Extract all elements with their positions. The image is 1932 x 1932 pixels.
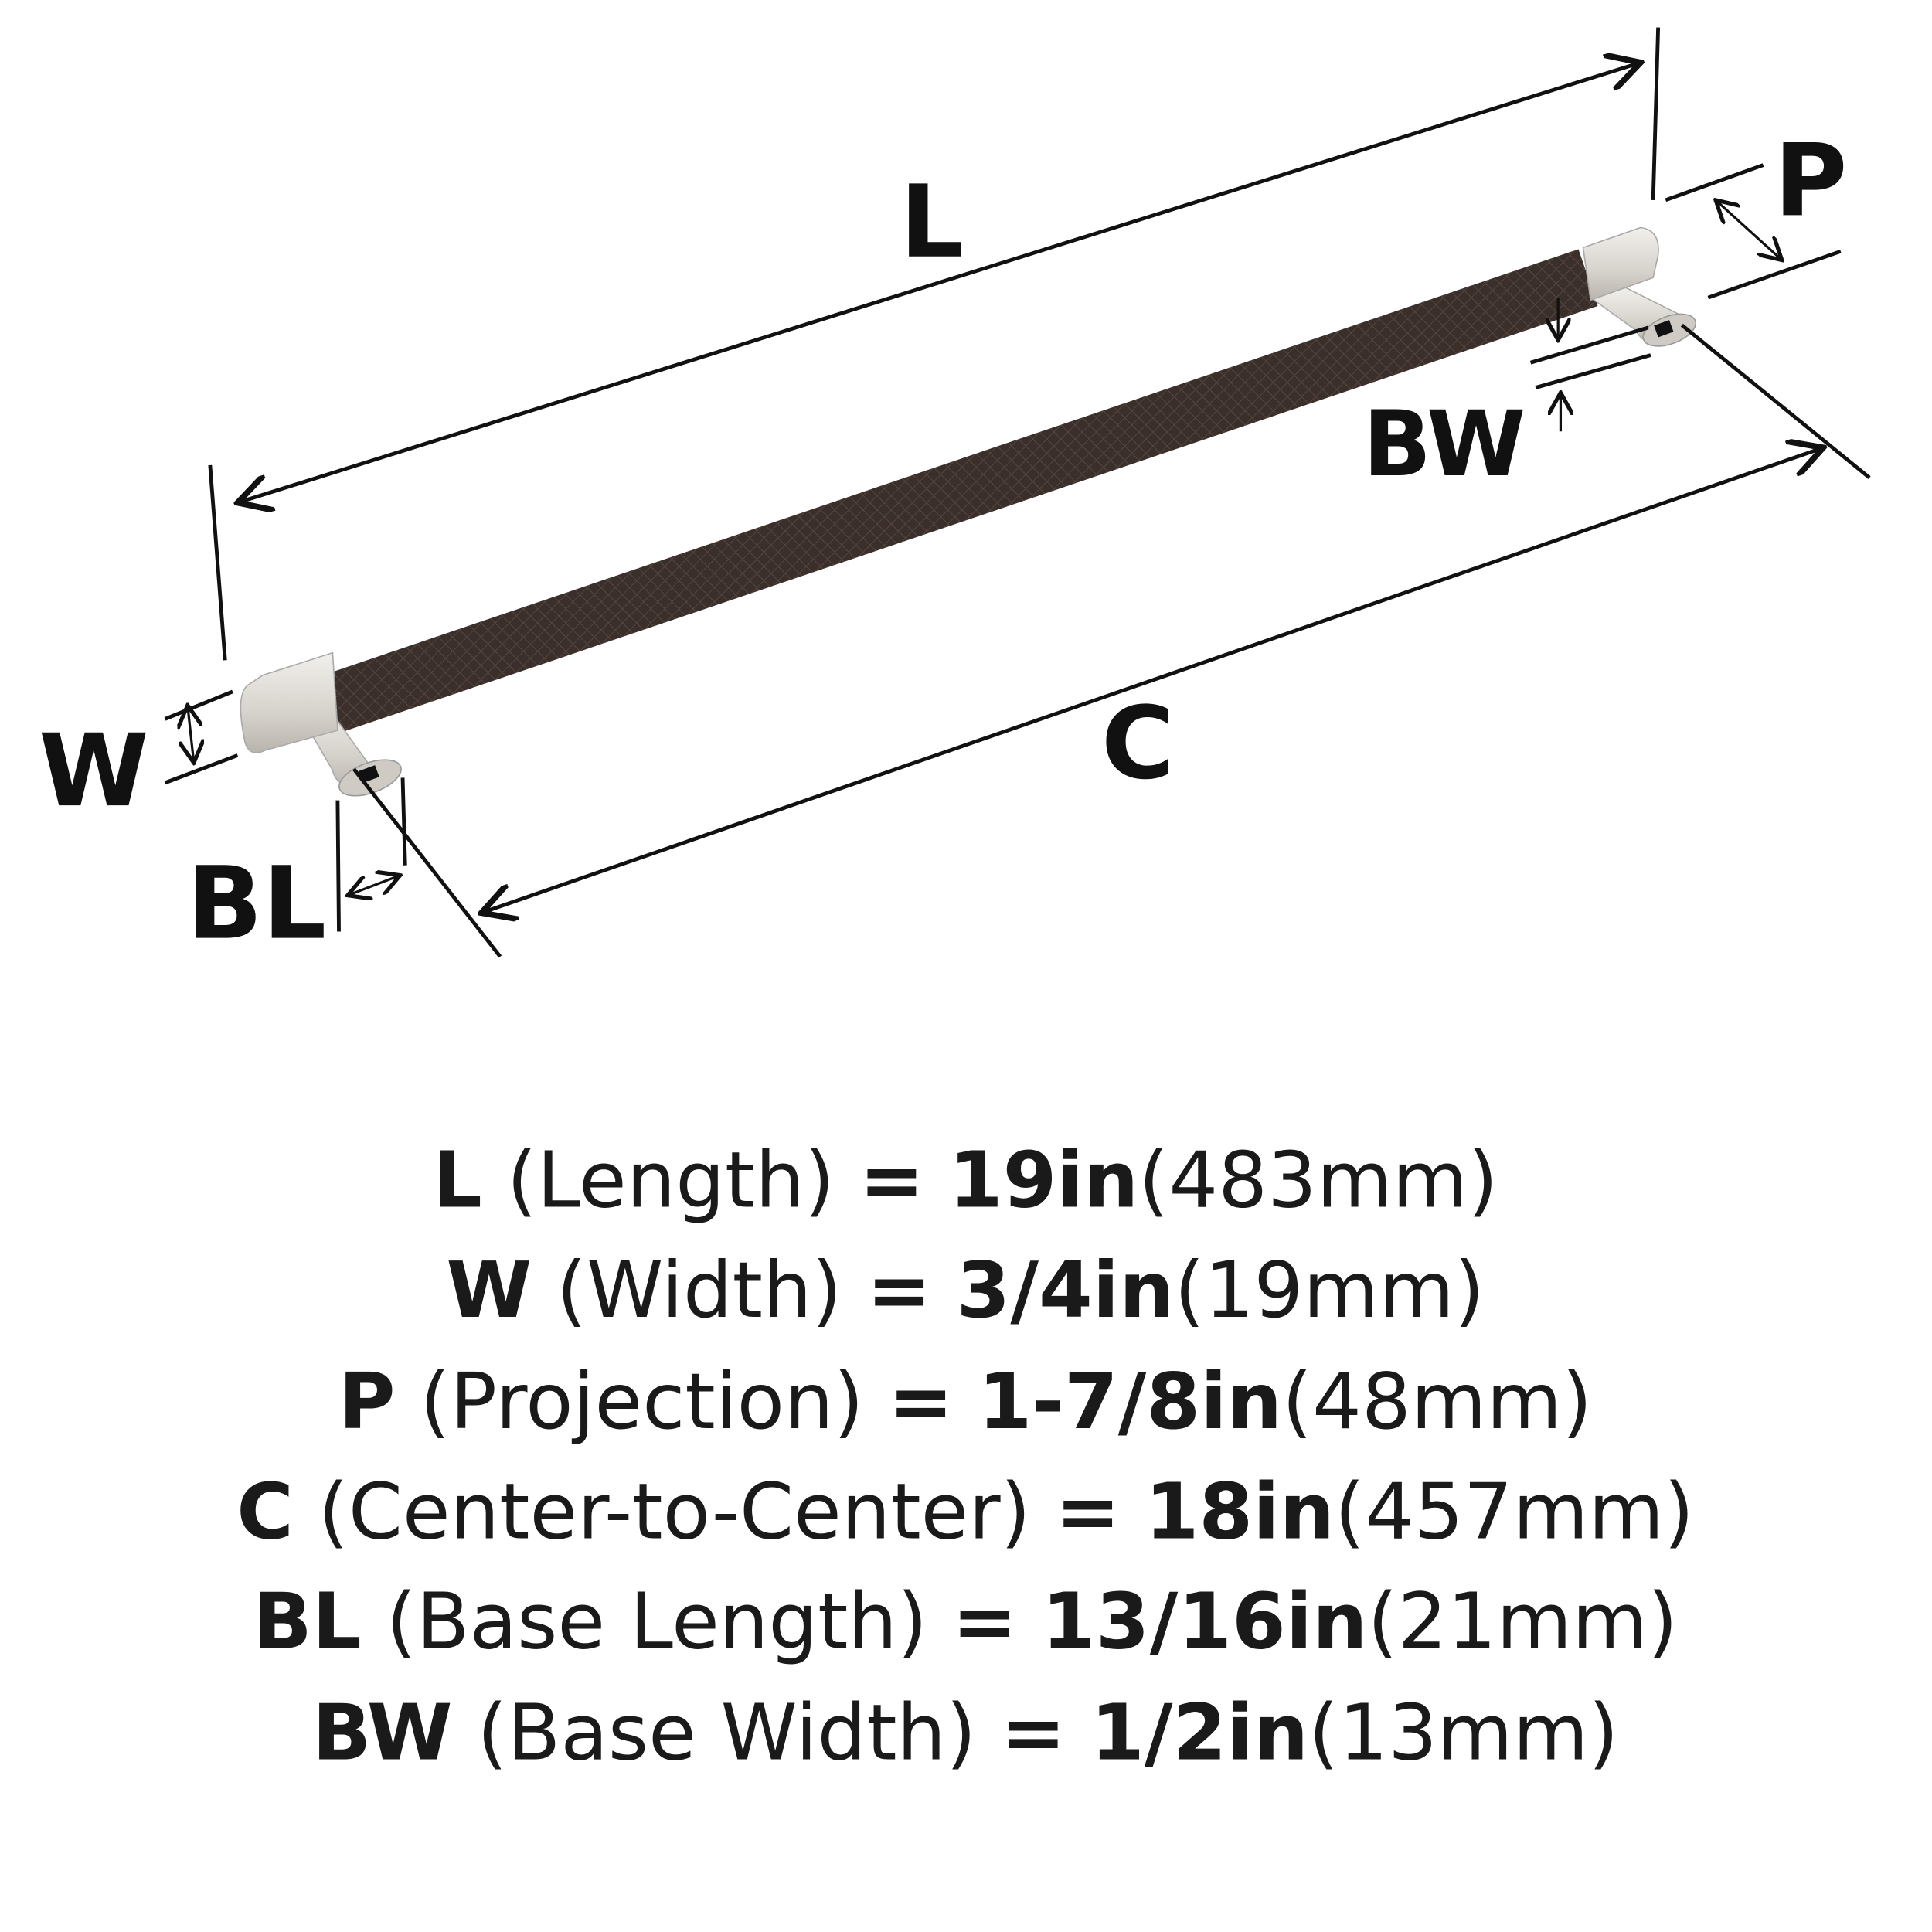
spec-length: L (Length) = 19in(483mm) — [433, 1134, 1498, 1225]
spec-base-width: BW (Base Width) = 1/2in(13mm) — [312, 1688, 1619, 1778]
pull-handle — [240, 226, 1697, 797]
base-width-dimension: BW — [1362, 298, 1651, 497]
width-dimension: W — [39, 689, 239, 829]
label-BW: BW — [1362, 393, 1526, 497]
label-C: C — [1101, 685, 1175, 801]
spec-list: L (Length) = 19in(483mm) W (Width) = 3/4… — [236, 1134, 1694, 1777]
spec-width: W (Width) = 3/4in(19mm) — [446, 1245, 1485, 1335]
spec-projection: P (Projection) = 1-7/8in(48mm) — [338, 1356, 1592, 1447]
right-end-post — [1582, 226, 1697, 347]
label-W: W — [39, 713, 149, 829]
spec-base-length: BL (Base Length) = 13/16in(21mm) — [253, 1577, 1678, 1667]
label-P: P — [1774, 122, 1848, 239]
spec-center-to-center: C (Center-to-Center) = 18in(457mm) — [236, 1466, 1694, 1556]
label-L: L — [900, 164, 963, 281]
center-dimension: C — [352, 323, 1871, 958]
label-BL: BL — [186, 845, 326, 962]
projection-dimension: P — [1665, 122, 1848, 300]
length-dimension: L — [208, 27, 1661, 661]
base-length-dimension: BL — [186, 777, 407, 962]
